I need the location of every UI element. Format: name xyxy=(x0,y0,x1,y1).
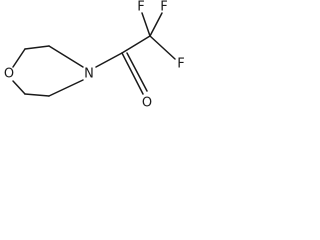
bond-c6-o xyxy=(12,80,26,95)
bond-c5-c6 xyxy=(24,93,50,97)
trifluoroacetyl-group xyxy=(95,12,176,95)
bond-carbonyl-double-inner xyxy=(126,52,148,92)
bond-c2-c3 xyxy=(24,45,50,50)
chemical-structure-diagram: O N O F F F xyxy=(4,0,185,111)
bond-n-carbonyl-carbon xyxy=(95,52,123,68)
bond-carbonyl-double-outer xyxy=(121,52,144,95)
bond-cf3-f-top-left xyxy=(141,12,151,37)
bond-c3-n xyxy=(48,45,84,68)
bond-cf3-f-top-right xyxy=(149,12,163,37)
bond-n-c5 xyxy=(48,79,84,97)
morpholine-ring xyxy=(12,45,84,97)
fluorine-top-left-label: F xyxy=(137,0,144,15)
ring-nitrogen-label: N xyxy=(84,67,94,82)
ring-oxygen-label: O xyxy=(4,67,14,82)
bond-carbonyl-carbon-cf3 xyxy=(121,35,151,54)
fluorine-right-label: F xyxy=(177,57,184,72)
carbonyl-oxygen-label: O xyxy=(142,96,152,111)
bond-cf3-f-right xyxy=(149,35,176,60)
bond-o-c2 xyxy=(12,48,26,68)
fluorine-top-right-label: F xyxy=(160,0,167,15)
